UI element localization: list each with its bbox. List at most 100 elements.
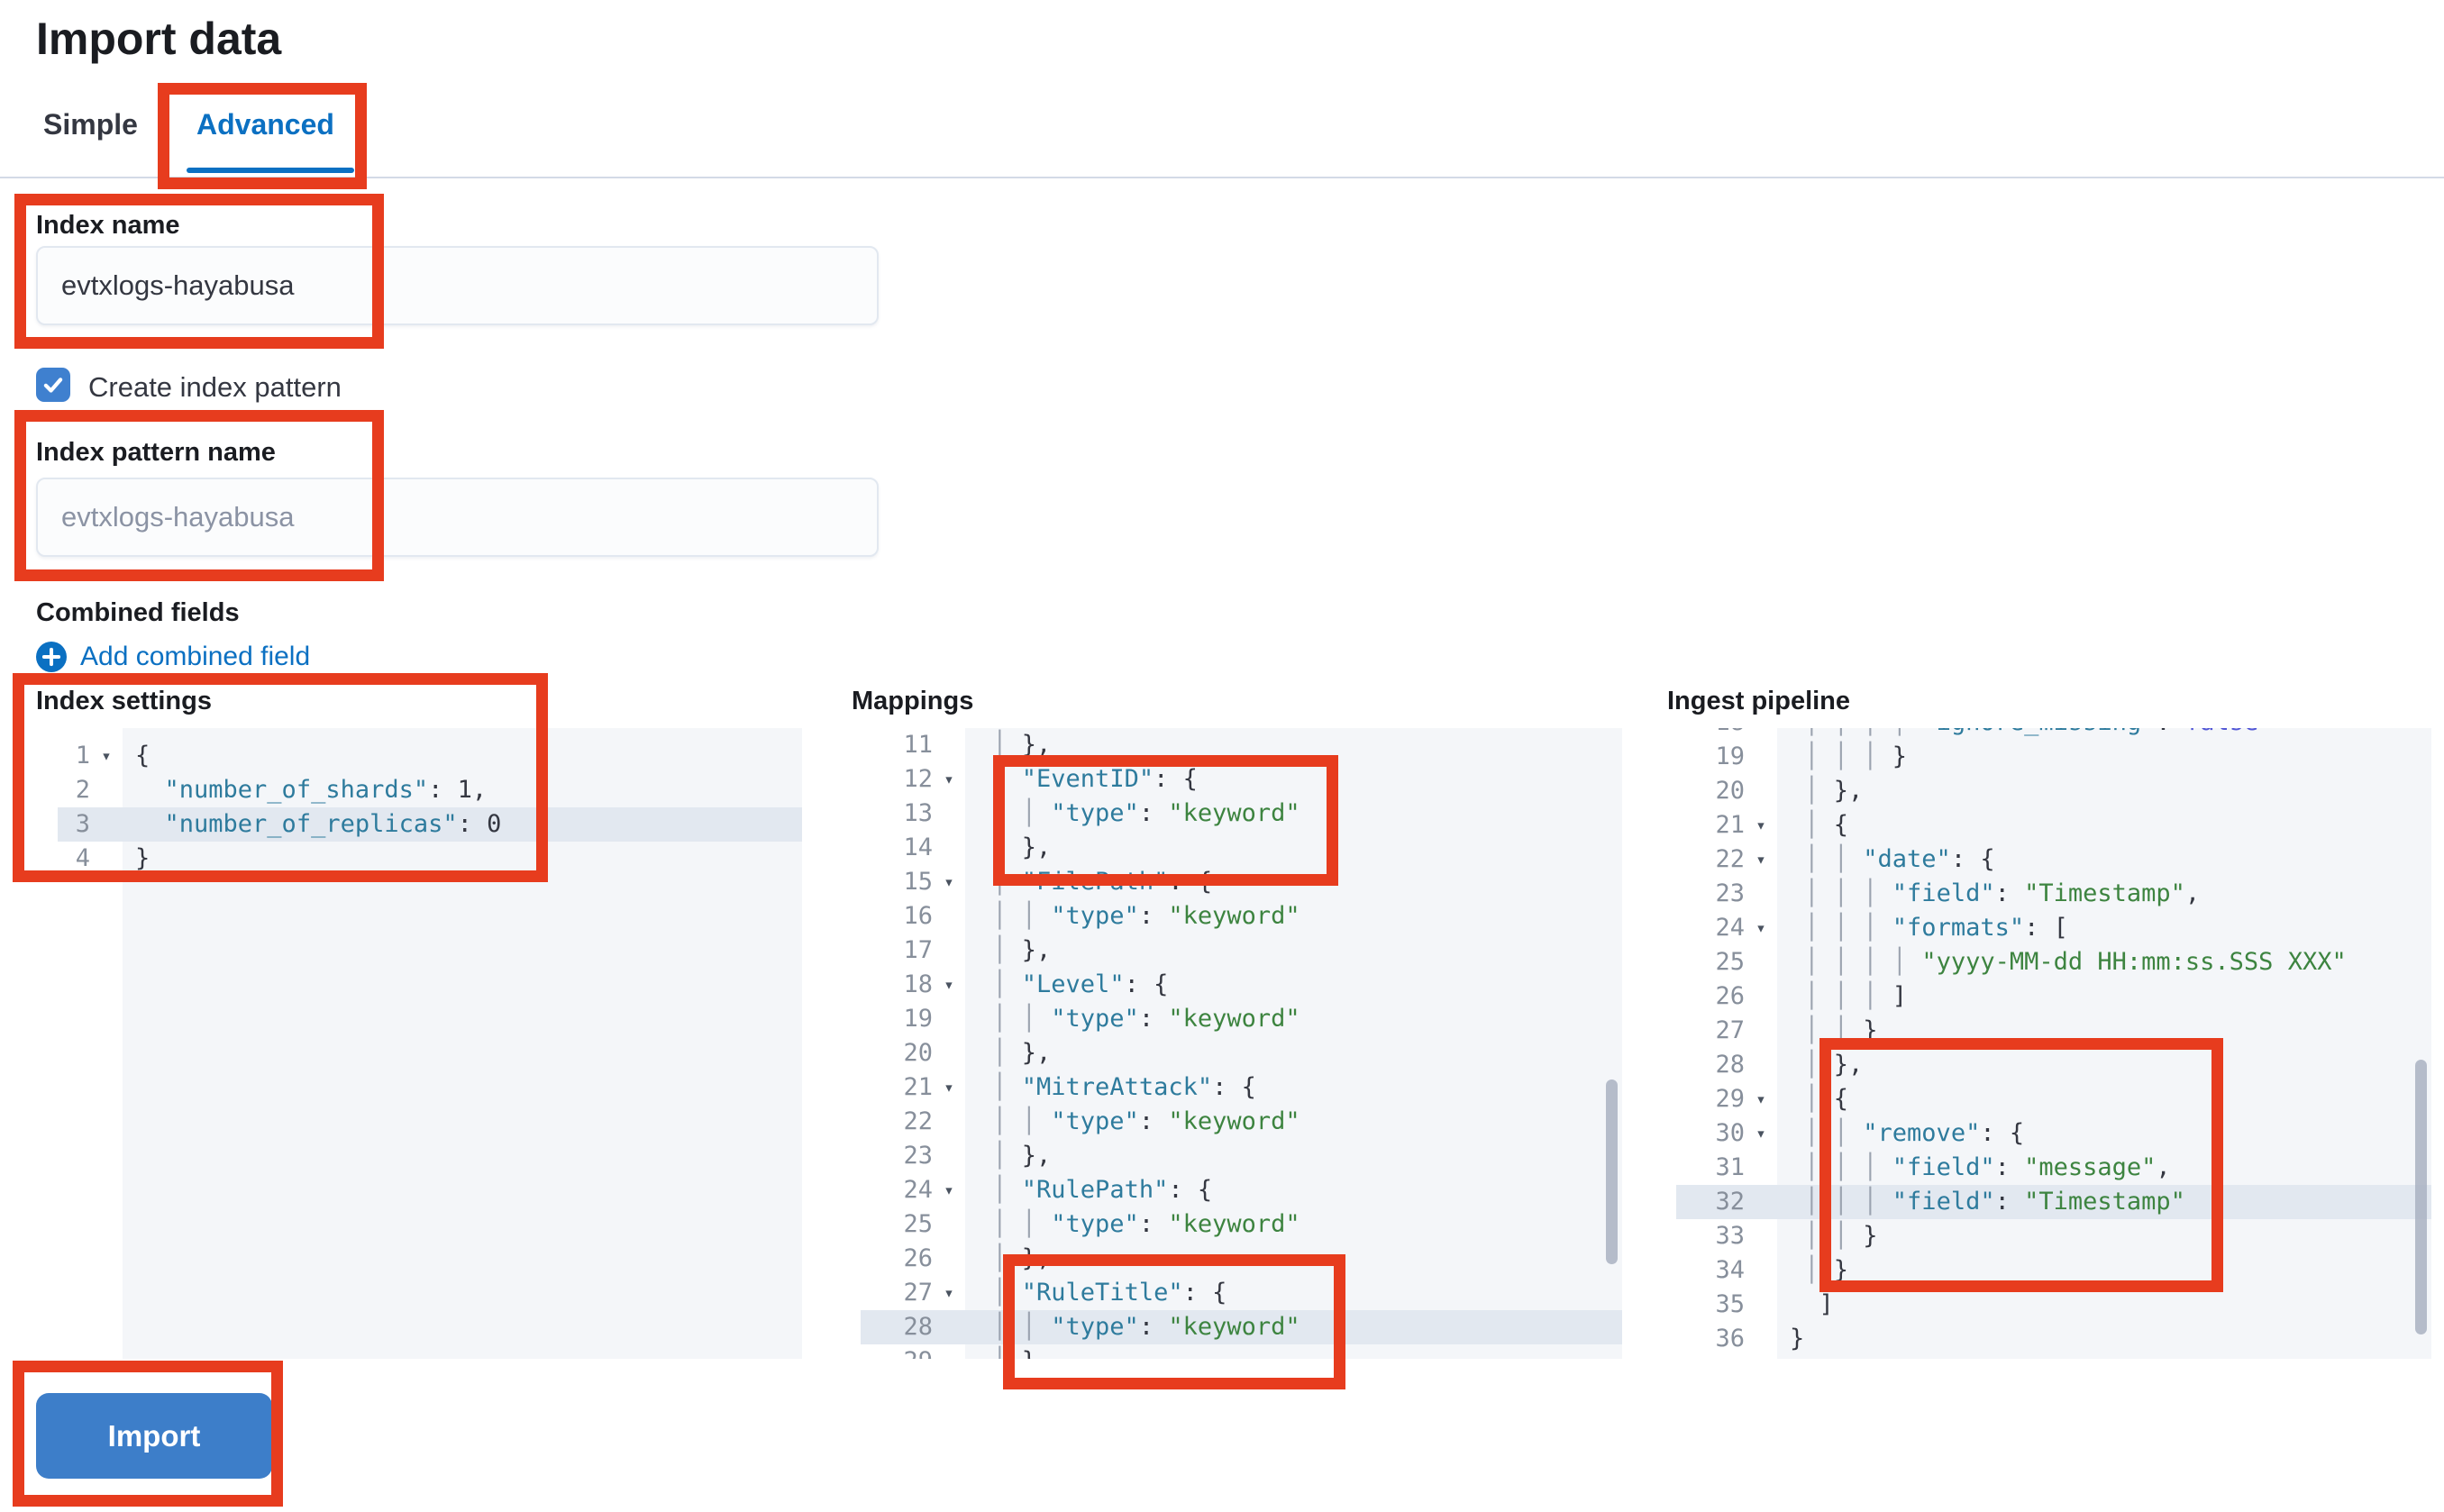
fold-arrow-icon[interactable]: ▾ [944, 1180, 954, 1200]
fold-arrow-icon[interactable]: ▾ [1755, 815, 1766, 835]
code-text: │ │ │ } [1790, 742, 1908, 770]
index-pattern-name-label: Index pattern name [36, 438, 276, 467]
fold-arrow-icon[interactable]: ▾ [944, 872, 954, 892]
create-index-pattern-checkbox[interactable] [36, 368, 70, 402]
editor-line-13: 13 │ │ "type": "keyword" [861, 797, 1622, 831]
page-title: Import data [36, 14, 282, 64]
index-settings-header: Index settings [36, 687, 212, 715]
ingest-scrollbar-thumb[interactable] [2415, 1060, 2427, 1334]
line-number: 24 [903, 1176, 933, 1204]
index-name-input[interactable] [36, 246, 879, 325]
line-number: 28 [1715, 1051, 1745, 1079]
import-button[interactable]: Import [36, 1393, 272, 1479]
fold-spacer [1745, 728, 1777, 740]
mappings-editor[interactable]: 11 │ },12▾ │ "EventID": {13 │ │ "type": … [861, 728, 1622, 1359]
fold-spacer [933, 1310, 965, 1344]
line-number: 22 [903, 1107, 933, 1135]
code-text: │ │ "type": "keyword" [978, 1005, 1300, 1033]
code-text: { [135, 742, 150, 770]
editor-gutter [861, 728, 965, 1359]
code-text: │ │ │ │ "ignore_missing": false [1777, 728, 2431, 740]
editor-line-25: 25 │ │ │ │ "yyyy-MM-dd HH:mm:ss.SSS XXX" [1676, 945, 2431, 979]
add-combined-field-link[interactable]: Add combined field [36, 642, 310, 672]
fold-spacer [1745, 979, 1777, 1014]
fold-spacer [1745, 1151, 1777, 1185]
editor-line-29: 29 │ }, [861, 1344, 1622, 1359]
editor-line-20: 20 │ }, [861, 1036, 1622, 1070]
line-number: 25 [1715, 948, 1745, 976]
editor-line-26: 26 │ │ │ ] [1676, 979, 2431, 1014]
fold-spacer [933, 1242, 965, 1276]
line-number: 36 [1715, 1325, 1745, 1353]
fold-arrow-icon[interactable]: ▾ [944, 1283, 954, 1303]
editor-line-20: 20 │ }, [1676, 774, 2431, 808]
code-text: │ │ │ ] [1790, 982, 1908, 1010]
fold-spacer [933, 1139, 965, 1173]
fold-spacer [933, 899, 965, 934]
fold-arrow-icon[interactable]: ▾ [1755, 918, 1766, 938]
editor-line-21: 21 ▾ │ "MitreAttack": { [861, 1070, 1622, 1105]
code-text: │ }, [978, 1244, 1052, 1272]
code-text: │ "EventID": { [978, 765, 1198, 793]
fold-arrow-icon[interactable]: ▾ [944, 975, 954, 995]
line-number: 25 [903, 1210, 933, 1238]
create-index-pattern-label: Create index pattern [88, 371, 342, 403]
line-number: 18 [903, 970, 933, 998]
line-number: 32 [1715, 1188, 1745, 1216]
code-text: │ }, [978, 936, 1052, 964]
fold-arrow-icon[interactable]: ▾ [101, 746, 112, 766]
line-number: 21 [903, 1073, 933, 1101]
line-number: 20 [1715, 777, 1745, 805]
editor-line-35: 35 ] [1676, 1288, 2431, 1322]
code-text: "number_of_shards": 1, [164, 776, 488, 804]
fold-spacer [933, 831, 965, 865]
line-number: 17 [903, 936, 933, 964]
tab-advanced[interactable]: Advanced [196, 108, 334, 141]
fold-spacer [90, 807, 123, 842]
mappings-scrollbar-thumb[interactable] [1606, 1079, 1618, 1264]
fold-spacer [1745, 1048, 1777, 1082]
editor-line-12: 12▾ │ "EventID": { [861, 762, 1622, 797]
editor-gutter [1676, 728, 1777, 1359]
fold-arrow-icon[interactable]: ▾ [1755, 1124, 1766, 1143]
fold-spacer [933, 1207, 965, 1242]
tab-advanced-active-underline [187, 168, 354, 173]
code-text: "number_of_replicas": 0 [164, 810, 502, 838]
code-text: │ │ "type": "keyword" [978, 1107, 1300, 1135]
line-number: 29 [1715, 1085, 1745, 1113]
combined-fields-label: Combined fields [36, 598, 240, 627]
line-number: 20 [903, 1039, 933, 1067]
code-text: │ │ } [1790, 1222, 1878, 1250]
code-text: │ }, [1790, 777, 1864, 805]
line-number: 21 [1715, 811, 1745, 839]
line-number: 29 [861, 1344, 933, 1359]
fold-arrow-icon[interactable]: ▾ [944, 770, 954, 789]
tab-simple[interactable]: Simple [43, 108, 138, 141]
index-pattern-name-input[interactable] [36, 478, 879, 557]
line-number: 27 [1715, 1016, 1745, 1044]
editor-line-22: 22 │ │ "type": "keyword" [861, 1105, 1622, 1139]
fold-spacer [1745, 1322, 1777, 1356]
fold-arrow-icon[interactable]: ▾ [1755, 850, 1766, 870]
line-number: 35 [1715, 1290, 1745, 1318]
fold-spacer [1745, 945, 1777, 979]
editor-line-18: 18 │ │ │ │ "ignore_missing": false [1676, 728, 2431, 740]
line-number: 19 [903, 1005, 933, 1033]
index-settings-editor[interactable]: 1▾{2 "number_of_shards": 1,3 "number_of_… [58, 728, 802, 1359]
code-text: │ "RuleTitle": { [978, 1279, 1227, 1307]
fold-spacer [1745, 1288, 1777, 1322]
line-number: 23 [1715, 879, 1745, 907]
code-text: │ "MitreAttack": { [978, 1073, 1256, 1101]
code-text: │ │ │ "field": "Timestamp", [1790, 879, 2201, 907]
tabs-divider [0, 177, 2444, 178]
editor-line-15: 15▾ │ "FilePath": { [861, 865, 1622, 899]
ingest-pipeline-editor[interactable]: 18 │ │ │ │ "ignore_missing": false19 │ │… [1676, 728, 2431, 1359]
fold-arrow-icon[interactable]: ▾ [1755, 1089, 1766, 1109]
editor-line-31: 31 │ │ │ "field": "message", [1676, 1151, 2431, 1185]
line-number: 34 [1715, 1256, 1745, 1284]
fold-spacer [1745, 1253, 1777, 1288]
fold-arrow-icon[interactable]: ▾ [944, 1078, 954, 1098]
fold-spacer [1745, 740, 1777, 774]
line-number: 30 [1715, 1119, 1745, 1147]
code-text: │ { [1790, 811, 1849, 839]
